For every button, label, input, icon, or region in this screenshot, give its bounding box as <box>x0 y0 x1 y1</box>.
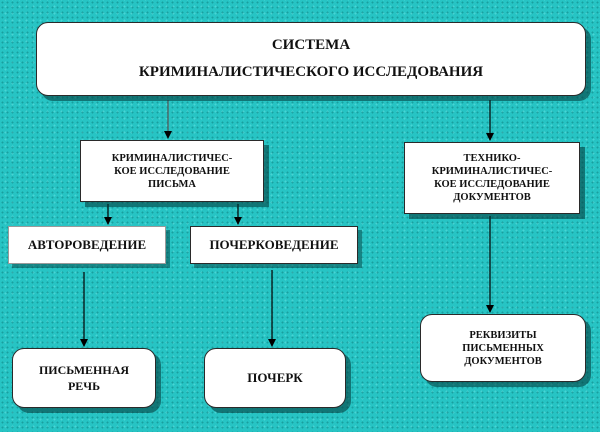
requisites-line3: ДОКУМЕНТОВ <box>464 355 542 367</box>
tech-study-line1: ТЕХНИКО- <box>463 153 521 164</box>
written-speech-line2: РЕЧЬ <box>67 379 101 393</box>
writing-study-line1: КРИМИНАЛИСТИЧЕС- <box>111 152 233 164</box>
writing-study-box: КРИМИНАЛИСТИЧЕС- КОЕ ИССЛЕДОВАНИЕ ПИСЬМА <box>80 140 264 202</box>
tech-study-line4: ДОКУМЕНТОВ <box>453 192 531 203</box>
writing-study-line2: КОЕ ИССЛЕДОВАНИЕ <box>114 165 230 177</box>
top-box-line1: СИСТЕМА <box>271 37 351 53</box>
handwriting-box: ПОЧЕРК <box>204 348 346 408</box>
authorship-attribution-box: АВТОРОВЕДЕНИЕ <box>8 226 166 264</box>
tech-study-line3: КОЕ ИССЛЕДОВАНИЕ <box>434 179 550 190</box>
document-requisites-box: РЕКВИЗИТЫ ПИСЬМЕННЫХ ДОКУМЕНТОВ <box>420 314 586 382</box>
handwriting-label: ПОЧЕРК <box>247 370 303 385</box>
requisites-line1: РЕКВИЗИТЫ <box>469 329 537 341</box>
written-speech-box: ПИСЬМЕННАЯ РЕЧЬ <box>12 348 156 408</box>
handwriting-study-label: ПОЧЕРКОВЕДЕНИЕ <box>209 237 339 252</box>
technical-document-study-box: ТЕХНИКО- КРИМИНАЛИСТИЧЕС- КОЕ ИССЛЕДОВАН… <box>404 142 580 214</box>
tech-study-line2: КРИМИНАЛИСТИЧЕС- <box>431 166 553 177</box>
top-box-line2: КРИМИНАЛИСТИЧЕСКОГО ИССЛЕДОВАНИЯ <box>138 64 484 80</box>
criminalistic-research-system-box: СИСТЕМА КРИМИНАЛИСТИЧЕСКОГО ИССЛЕДОВАНИЯ <box>36 22 586 96</box>
authorship-label: АВТОРОВЕДЕНИЕ <box>27 237 147 252</box>
requisites-line2: ПИСЬМЕННЫХ <box>462 342 544 354</box>
handwriting-study-box: ПОЧЕРКОВЕДЕНИЕ <box>190 226 358 264</box>
written-speech-line1: ПИСЬМЕННАЯ <box>38 363 130 377</box>
writing-study-line3: ПИСЬМА <box>148 178 196 190</box>
